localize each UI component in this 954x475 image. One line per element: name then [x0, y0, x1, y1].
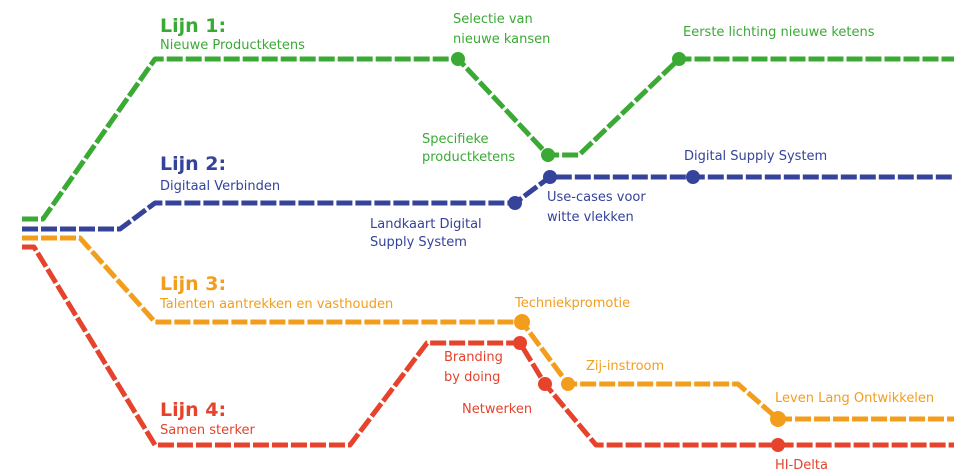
station-zij — [561, 377, 575, 391]
station-selectie — [451, 52, 465, 66]
lijn2-title: Lijn 2: — [160, 153, 226, 175]
station-label-branding-2: by doing — [444, 370, 500, 385]
station-specifieke — [541, 148, 555, 162]
lijn4-subtitle: Samen sterker — [160, 423, 256, 438]
station-hidelta — [771, 438, 785, 452]
station-label-zij: Zij-instroom — [586, 359, 664, 374]
lijn1-title: Lijn 1: — [160, 15, 226, 37]
lijn1-subtitle: Nieuwe Productketens — [160, 38, 305, 53]
station-netwerken — [538, 377, 552, 391]
station-labels: Selectie van nieuwe kansen Specifieke pr… — [370, 12, 934, 473]
station-label-landkaart-1: Landkaart Digital — [370, 217, 482, 232]
station-label-dss: Digital Supply System — [684, 149, 827, 164]
lijn3-route — [22, 235, 954, 422]
stations — [451, 52, 786, 452]
station-label-leven: Leven Lang Ontwikkelen — [775, 391, 934, 406]
station-leven — [770, 411, 786, 427]
lijn4-route — [22, 244, 954, 448]
lijn3-subtitle: Talenten aantrekken en vasthouden — [159, 297, 393, 312]
station-dss — [686, 170, 700, 184]
line-labels: Lijn 1: Nieuwe Productketens Lijn 2: Dig… — [159, 15, 393, 438]
station-eerste — [672, 52, 686, 66]
station-label-eerste: Eerste lichting nieuwe ketens — [683, 25, 875, 40]
station-label-techniek: Techniekpromotie — [514, 296, 630, 311]
station-label-branding-1: Branding — [444, 350, 503, 365]
lijn1-route — [22, 56, 954, 222]
station-label-selectie-1: Selectie van — [453, 12, 533, 27]
station-usecases — [543, 170, 557, 184]
station-label-specifieke-1: Specifieke — [422, 132, 489, 147]
station-label-landkaart-2: Supply System — [370, 235, 467, 250]
lijn2-subtitle: Digitaal Verbinden — [160, 179, 280, 194]
station-techniek — [514, 314, 530, 330]
station-label-netwerken: Netwerken — [462, 402, 532, 417]
routes — [22, 56, 954, 448]
station-label-selectie-2: nieuwe kansen — [453, 32, 550, 47]
station-branding — [513, 336, 527, 350]
lijn4-title: Lijn 4: — [160, 399, 226, 421]
lijn2-route — [22, 174, 954, 232]
station-label-specifieke-2: productketens — [422, 150, 515, 165]
station-landkaart — [508, 196, 522, 210]
station-label-hidelta: HI-Delta — [775, 458, 828, 473]
lijn3-title: Lijn 3: — [160, 273, 226, 295]
station-label-usecases-1: Use-cases voor — [547, 190, 646, 205]
station-label-usecases-2: witte vlekken — [547, 210, 634, 225]
